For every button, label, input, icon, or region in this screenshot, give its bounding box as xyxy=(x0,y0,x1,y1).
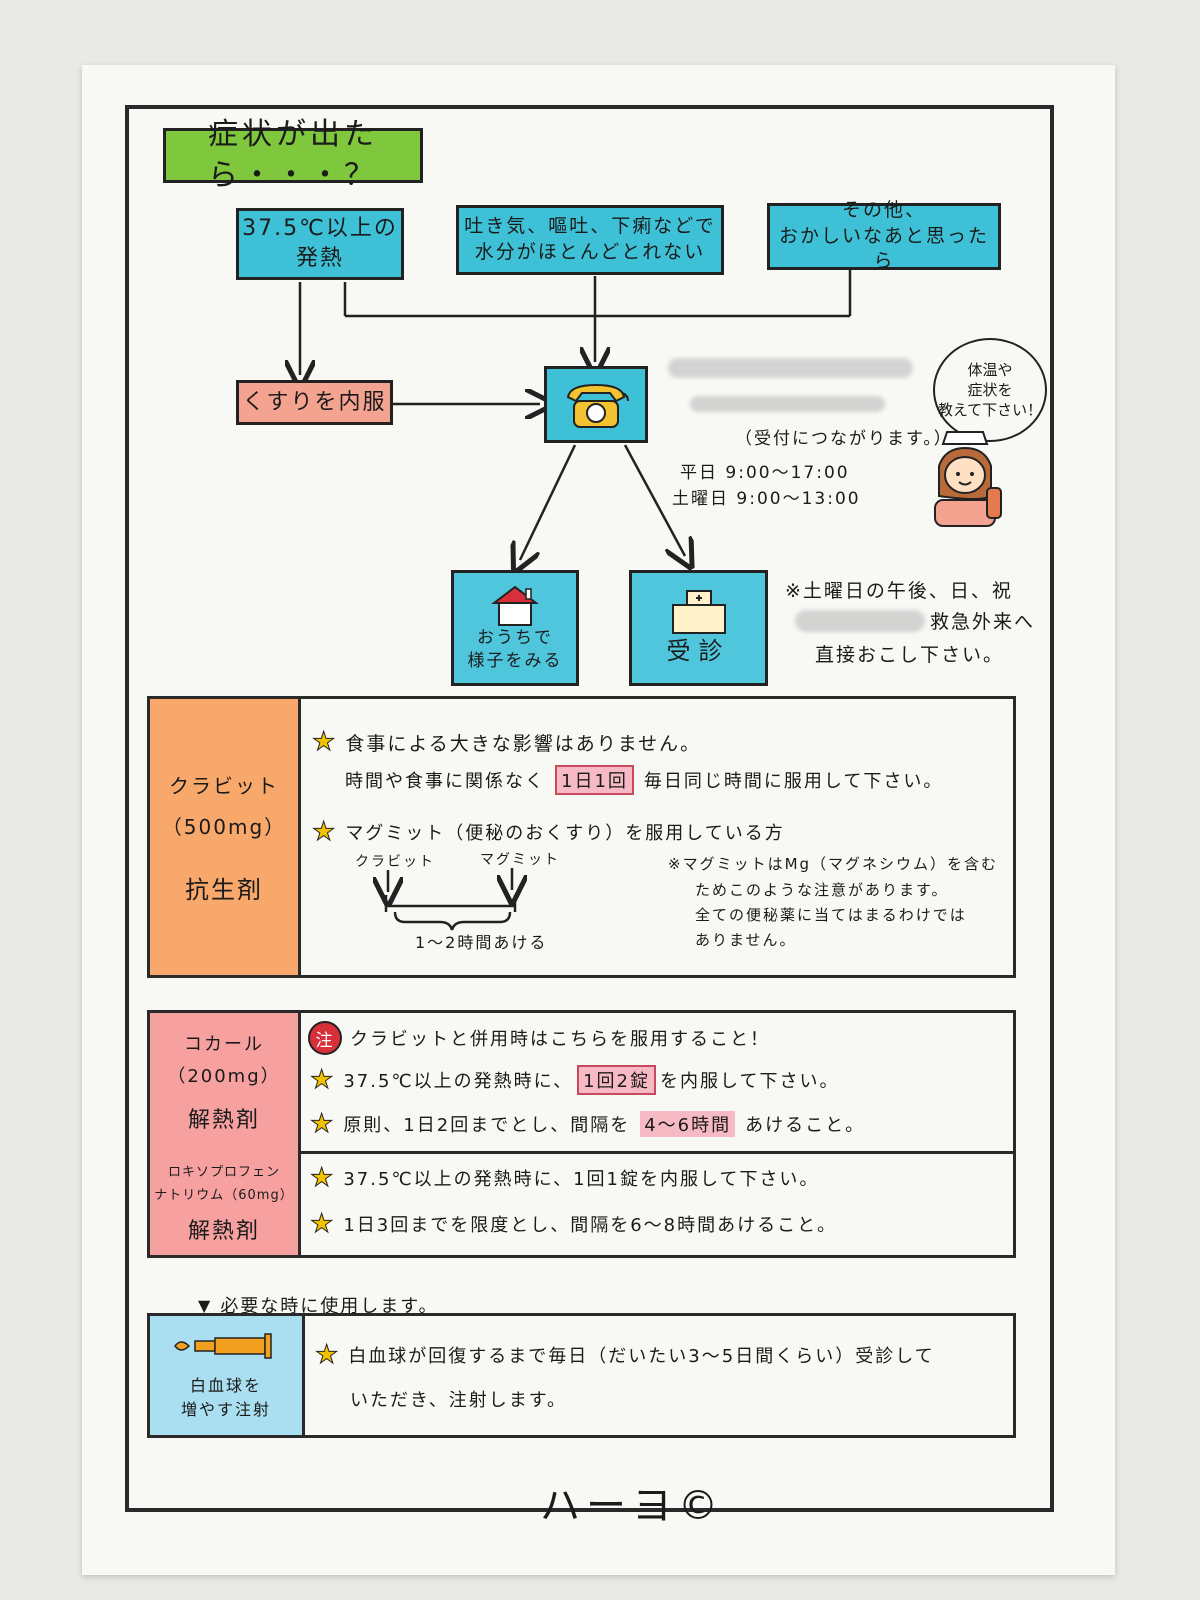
loxo-category: 解熱剤 xyxy=(187,1219,260,1244)
loxo-name2: ナトリウム（60mg） xyxy=(154,1188,294,1203)
caution-icon: 注 xyxy=(308,1021,342,1055)
antibiotic-note-2: ためこのような注意があります。 xyxy=(695,881,949,899)
star-icon: ★ xyxy=(311,727,338,758)
loxo-line1: ★ 37.5℃以上の発熱時に、1回1錠を内服して下さい。 xyxy=(309,1163,820,1194)
symptom-fever: 37.5℃以上の 発熱 xyxy=(236,208,404,280)
hours-saturday: 土曜日 9:00〜13:00 xyxy=(672,489,861,509)
after-hours-line1: ※土曜日の午後、日、祝 xyxy=(785,580,1013,602)
cocarl-line2: ★ 原則、1日2回までとし、間隔を 4〜6時間 あけること。 xyxy=(309,1109,866,1140)
triangle-icon: ▼ xyxy=(198,1295,213,1315)
antibiotic-line1: ★ 食事による大きな影響はありません。 xyxy=(311,727,702,758)
loxo-name: ロキソプロフェン xyxy=(167,1165,280,1180)
antibiotic-note-4: ありません。 xyxy=(695,931,797,949)
phone-icon xyxy=(566,383,629,428)
symptom-nausea: 吐き気、嘔吐、下痢などで 水分がほとんどとれない xyxy=(456,205,724,275)
cocarl-highlight-2: 4〜6時間 xyxy=(640,1111,736,1137)
needed-note: ▼ 必要な時に使用します。 xyxy=(198,1292,439,1318)
phone-box xyxy=(544,366,648,443)
outcome-visit: 受診 xyxy=(629,570,768,686)
house-icon xyxy=(491,585,539,627)
loxo-line2: ★ 1日3回までを限度とし、間隔を6〜8時間あけること。 xyxy=(309,1209,838,1240)
symptom-other: その他、 おかしいなあと思ったら xyxy=(767,199,1001,272)
star-icon: ★ xyxy=(311,817,338,848)
cocarl-caution-text: クラビットと併用時はこちらを服用すること！ xyxy=(350,1029,770,1050)
antibiotic-line2: 時間や食事に関係なく 1日1回 毎日同じ時間に服用して下さい。 xyxy=(345,765,943,795)
antibiotic-name: クラビット xyxy=(169,773,279,798)
injection-label: 白血球を 増やす注射 xyxy=(180,1375,271,1419)
diagram-right-label: マグミット xyxy=(480,852,560,868)
hospital-icon xyxy=(671,589,726,634)
diagram-left-label: クラビット xyxy=(355,854,435,870)
star-icon: ★ xyxy=(314,1340,341,1371)
outer-frame xyxy=(125,105,1054,1512)
loxo-line2-text: 1日3回までを限度とし、間隔を6〜8時間あけること。 xyxy=(343,1215,838,1236)
diagram-gap-label: 1〜2時間あける xyxy=(415,933,548,952)
after-hours-line2: 救急外来へ xyxy=(930,611,1036,633)
cocarl-line1-post: を内服して下さい。 xyxy=(659,1071,840,1092)
antibiotic-line3: ★ マグミット（便秘のおくすり）を服用している方 xyxy=(311,817,785,848)
cocarl-caution: 注クラビットと併用時はこちらを服用すること！ xyxy=(308,1021,770,1055)
antibiotic-note-3: 全ての便秘薬に当てはまるわけでは xyxy=(695,906,967,924)
antibiotic-line1-text: 食事による大きな影響はありません。 xyxy=(345,732,702,755)
cocarl-label-cell: コカール （200mg） 解熱剤 xyxy=(150,1013,301,1154)
outcome-home: おうちで 様子をみる xyxy=(451,570,579,686)
nurse-bubble-text: 体温や 症状を 教えて下さい！ xyxy=(937,360,1043,420)
injection-table: 白血球を 増やす注射 ★ 白血球が回復するまで毎日（だいたい3〜5日間くらい）受診… xyxy=(147,1313,1016,1438)
antibiotic-table: クラビット （500mg） 抗生剤 ★ 食事による大きな影響はありません。 時間や… xyxy=(147,696,1016,978)
after-hours-line3: 直接おこし下さい。 xyxy=(815,644,1005,666)
row-divider xyxy=(298,1151,1013,1154)
medicine-box: くすりを内服 xyxy=(236,380,393,425)
star-icon: ★ xyxy=(309,1209,336,1240)
hours-weekday: 平日 9:00〜17:00 xyxy=(680,463,850,483)
antibiotic-line2-post: 毎日同じ時間に服用して下さい。 xyxy=(643,771,944,792)
signature: ハーヨ© xyxy=(540,1483,724,1529)
cocarl-category: 解熱剤 xyxy=(187,1108,260,1133)
injection-line1-text: 白血球が回復するまで毎日（だいたい3〜5日間くらい）受診して xyxy=(348,1346,935,1367)
star-icon: ★ xyxy=(309,1109,336,1140)
cocarl-name: コカール xyxy=(184,1034,264,1055)
antibiotic-line3-text: マグミット（便秘のおくすり）を服用している方 xyxy=(345,823,785,844)
injection-line2-text: いただき、注射します。 xyxy=(350,1390,567,1411)
injection-line1: ★ 白血球が回復するまで毎日（だいたい3〜5日間くらい）受診して xyxy=(314,1340,935,1371)
loxo-label-cell: ロキソプロフェン ナトリウム（60mg） 解熱剤 xyxy=(150,1151,301,1255)
antibiotic-label-cell: クラビット （500mg） 抗生剤 xyxy=(150,699,301,975)
star-icon: ★ xyxy=(309,1065,336,1096)
nurse-speech-bubble: 体温や 症状を 教えて下さい！ xyxy=(933,338,1047,442)
cocarl-line2-post: あけること。 xyxy=(745,1115,866,1136)
syringe-icon xyxy=(174,1332,272,1359)
injection-line2: いただき、注射します。 xyxy=(350,1386,567,1412)
outcome-home-label: おうちで 様子をみる xyxy=(467,628,563,671)
redacted-hospital-name xyxy=(795,610,925,632)
redacted-phone-number xyxy=(690,396,885,412)
nurse-icon xyxy=(934,431,1002,527)
needed-note-text: 必要な時に使用します。 xyxy=(220,1296,439,1317)
antibiotic-dose: （500mg） xyxy=(161,814,287,839)
star-icon: ★ xyxy=(309,1163,336,1194)
antibiotic-category: 抗生剤 xyxy=(185,875,263,904)
cocarl-dose: （200mg） xyxy=(167,1066,281,1087)
cocarl-line1-pre: 37.5℃以上の発熱時に、 xyxy=(343,1071,574,1092)
antibiotic-note-1: ※マグミットはMg（マグネシウム）を含む xyxy=(668,855,999,873)
outcome-visit-label: 受診 xyxy=(666,636,731,665)
antibiotic-highlight: 1日1回 xyxy=(555,765,634,795)
antibiotic-line2-pre: 時間や食事に関係なく xyxy=(345,771,545,792)
loxo-line1-text: 37.5℃以上の発熱時に、1回1錠を内服して下さい。 xyxy=(343,1169,820,1190)
injection-label-cell: 白血球を 増やす注射 xyxy=(150,1316,305,1435)
cocarl-highlight-1: 1回2錠 xyxy=(577,1065,656,1095)
phone-note: （受付につながります。） xyxy=(735,429,953,449)
cocarl-line2-pre: 原則、1日2回までとし、間隔を xyxy=(343,1115,631,1136)
redacted-clinic-name xyxy=(668,358,913,378)
antipyretic-table: コカール （200mg） 解熱剤 ロキソプロフェン ナトリウム（60mg） 解熱… xyxy=(147,1010,1016,1258)
cocarl-line1: ★ 37.5℃以上の発熱時に、 1回2錠 を内服して下さい。 xyxy=(309,1065,840,1096)
